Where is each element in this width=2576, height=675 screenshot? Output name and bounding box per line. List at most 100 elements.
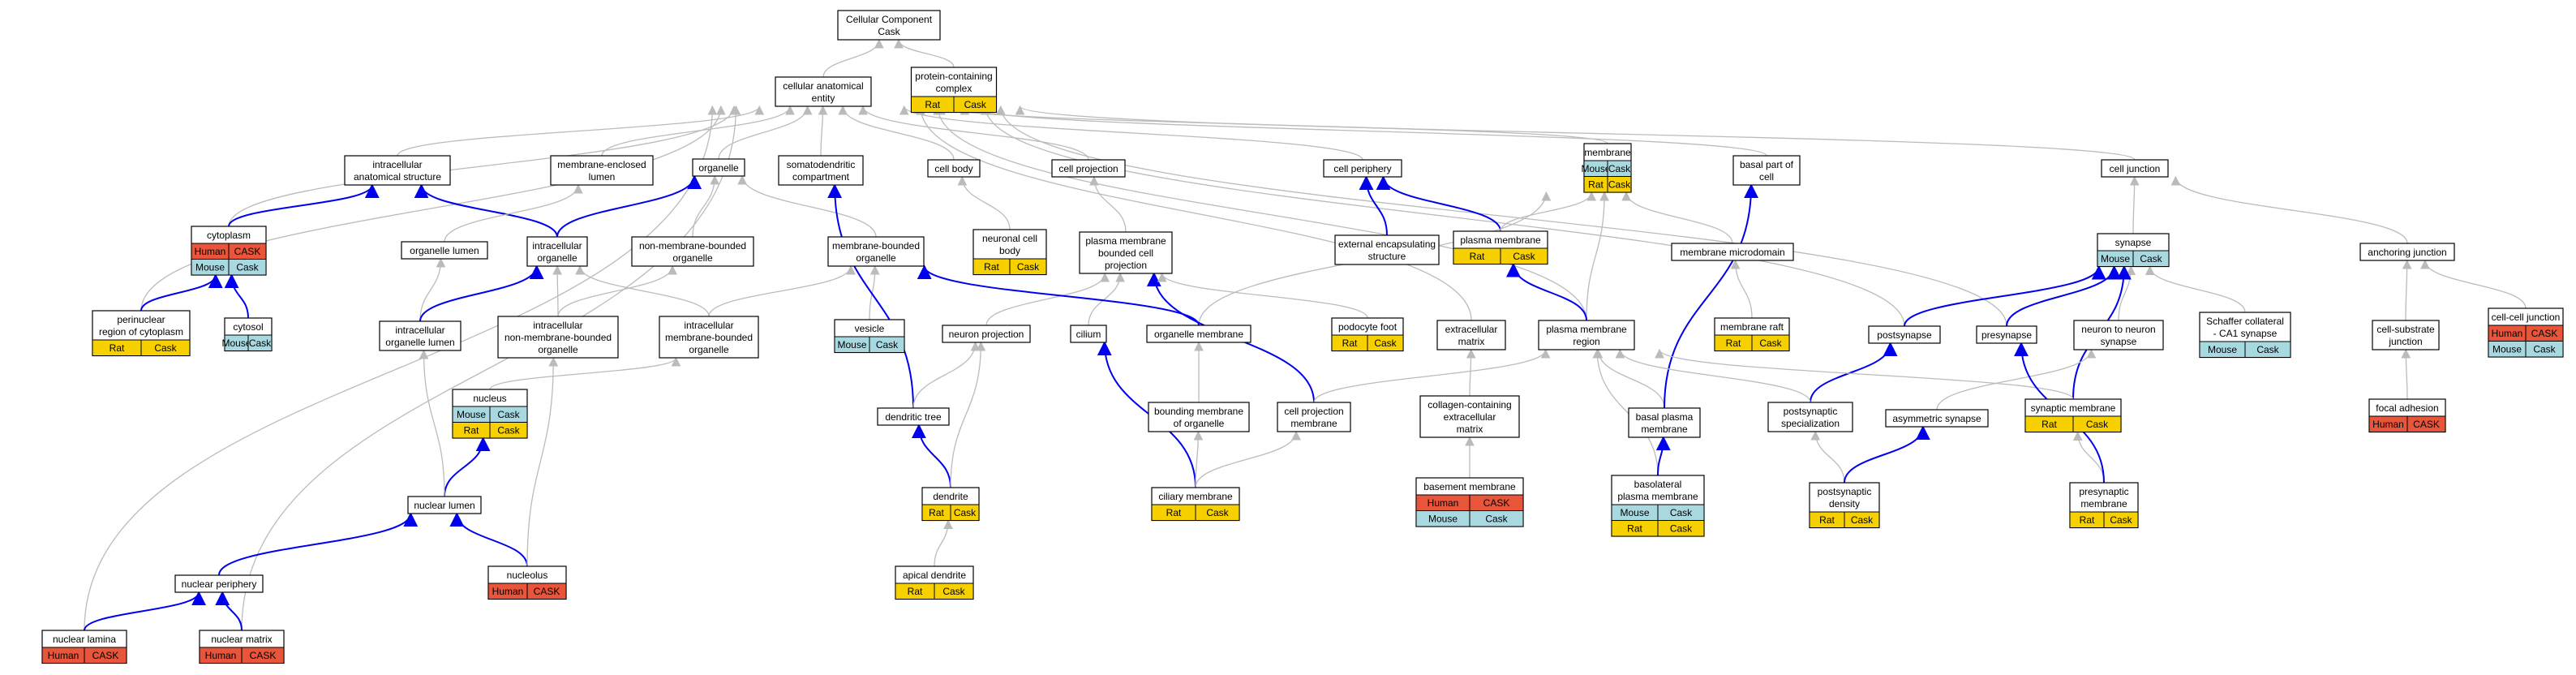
term-node-cbody[interactable]: cell body	[927, 159, 981, 178]
annotation-cell	[1500, 247, 1548, 264]
is-a-edge-dtree-to-sdc	[827, 183, 914, 409]
term-node-cjun[interactable]: cell junction	[2101, 159, 2169, 178]
is-a-edge-iol-to-io	[419, 264, 544, 322]
term-box	[2073, 320, 2164, 350]
term-node-mmic[interactable]: membrane microdomain	[1671, 243, 1794, 261]
term-node-nlum[interactable]: nuclear lumen	[407, 496, 482, 514]
term-node-ajun[interactable]: anchoring junction	[2359, 243, 2455, 261]
term-label: cell	[1759, 171, 1774, 183]
term-node-nper[interactable]: nuclear periphery	[174, 574, 264, 593]
term-node-cproj[interactable]: cell projection	[1051, 159, 1126, 178]
is-a-edge-pnuc-to-cyto	[140, 273, 223, 312]
term-label: organelle lumen	[385, 337, 454, 348]
term-node-inmbo[interactable]: intracellularnon-membrane-boundedorganel…	[497, 316, 619, 359]
species-name: Rat	[1342, 338, 1358, 349]
is-a-edge-blpm-to-pmr	[1592, 348, 1659, 476]
gene-name: Cask	[1851, 514, 1874, 526]
is-a-edge-pm-to-cper	[1376, 175, 1501, 232]
annotation-cell	[2406, 415, 2446, 432]
is-a-edge-ecs-to-cper	[1359, 175, 1388, 236]
term-label: basal part of	[1740, 159, 1794, 170]
is-a-edge-nucleolus-to-inmbo	[526, 356, 559, 567]
term-label: structure	[1368, 251, 1406, 262]
term-node-dtree[interactable]: dendritic tree	[877, 407, 950, 426]
term-node-asyn[interactable]: asymmetric synapse	[1885, 409, 1989, 428]
term-label: lumen	[589, 171, 616, 183]
term-node-presyn[interactable]: presynapse	[1976, 325, 2037, 344]
term-node-cper[interactable]: cell periphery	[1323, 159, 1402, 178]
is-a-edge-pmr-to-mem	[1586, 191, 1609, 321]
is-a-edge-cytosol-to-cyto	[224, 273, 249, 319]
term-node-nproj[interactable]: neuron projection	[942, 325, 1031, 343]
gene-name: Cask	[942, 586, 965, 597]
term-node-org[interactable]: organelle	[692, 158, 745, 177]
species-name: Mouse	[837, 339, 866, 350]
annotation-cell	[1657, 520, 1705, 537]
term-label: external encapsulating	[1338, 239, 1436, 250]
term-node-postsyn[interactable]: postsynapse	[1868, 325, 1941, 344]
gene-name: Cask	[1206, 507, 1229, 518]
term-node-cil[interactable]: cilium	[1070, 325, 1107, 343]
term-label: dendrite	[933, 491, 968, 502]
term-box	[837, 10, 941, 41]
term-node-olum[interactable]: organelle lumen	[401, 241, 488, 260]
annotation-cell	[1009, 258, 1047, 275]
species-name: Mouse	[1620, 507, 1649, 518]
term-label: membrane	[1290, 418, 1337, 429]
is-a-edge-psspec-to-postsyn	[1810, 342, 1898, 403]
is-a-edge-olum-to-mel	[444, 183, 583, 243]
term-box	[1070, 325, 1107, 343]
species-name: Human	[1428, 497, 1459, 509]
term-label: organelle membrane	[1154, 329, 1243, 340]
term-node-omem[interactable]: organelle membrane	[1146, 325, 1252, 343]
